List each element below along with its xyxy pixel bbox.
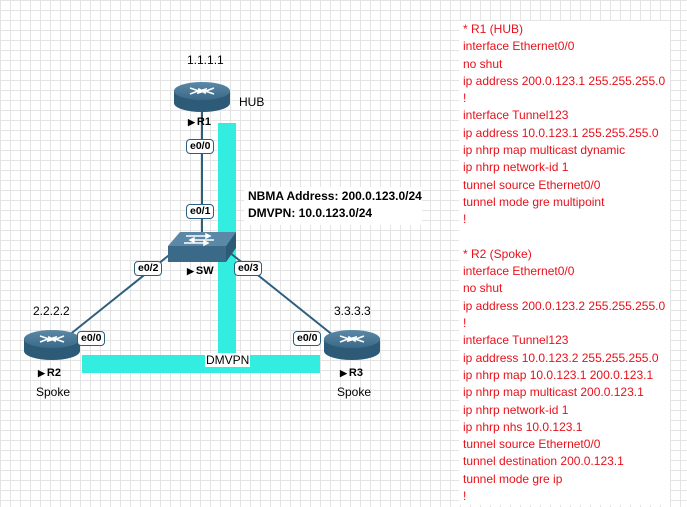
config-line: * R1 (HUB) xyxy=(463,22,524,36)
nbma-address-label: NBMA Address: 200.0.123.0/24 xyxy=(248,189,422,203)
r2-role-label: Spoke xyxy=(36,385,71,399)
dmvpn-network-label: DMVPN: 10.0.123.0/24 xyxy=(248,206,373,220)
r2-name-label: ▶R2 xyxy=(38,367,61,379)
dmvpn-tunnel-label: DMVPN xyxy=(205,353,251,367)
config-line: * R2 (Spoke) xyxy=(463,246,532,261)
config-line: interface Ethernet0/0 xyxy=(463,39,575,54)
config-line: tunnel source Ethernet0/0 xyxy=(463,437,601,452)
r3-ip-label: 3.3.3.3 xyxy=(334,304,371,318)
play-triangle-icon: ▶ xyxy=(187,266,194,276)
r2-ip-label: 2.2.2.2 xyxy=(33,304,70,318)
sw-name: SW xyxy=(195,265,214,277)
r2-e00-label: e0/0 xyxy=(77,331,106,346)
config-line: ! xyxy=(463,91,467,106)
config-line: ip nhrp nhs 10.0.123.1 xyxy=(463,419,583,434)
r3-role-label: Spoke xyxy=(337,385,372,399)
config-line: ip address 200.0.123.1 255.255.255.0 xyxy=(463,73,666,88)
router-icon-r2[interactable] xyxy=(24,330,80,360)
config-line: no shut xyxy=(463,281,503,296)
config-line: ip address 200.0.123.2 255.255.255.0 xyxy=(463,298,666,313)
config-line: interface Ethernet0/0 xyxy=(463,264,575,279)
sw-name-label: ▶SW xyxy=(187,265,214,277)
r3-e00-label: e0/0 xyxy=(293,331,322,346)
router-icon-r3[interactable] xyxy=(324,330,380,360)
config-line: tunnel mode gre ip xyxy=(463,471,563,486)
config-line: ip address 10.0.123.1 255.255.255.0 xyxy=(463,125,659,140)
r3-name: R3 xyxy=(348,367,363,379)
config-line: ip nhrp network-id 1 xyxy=(463,160,569,175)
config-line: ip nhrp map multicast 200.0.123.1 xyxy=(463,385,644,400)
config-line: ip address 10.0.123.2 255.255.255.0 xyxy=(463,350,659,365)
router-icon-r1[interactable] xyxy=(174,82,230,112)
switch-icon-sw[interactable] xyxy=(168,232,236,262)
r3-name-label: ▶R3 xyxy=(340,367,363,379)
r1-name: R1 xyxy=(196,116,211,128)
config-line: ip nhrp network-id 1 xyxy=(463,402,569,417)
sw-e03-label: e0/3 xyxy=(234,261,263,276)
r2-name: R2 xyxy=(46,367,61,379)
r1-role-label: HUB xyxy=(239,95,265,109)
config-line: ! xyxy=(463,212,467,227)
config-line: ! xyxy=(463,316,467,331)
config-line: tunnel source Ethernet0/0 xyxy=(463,177,601,192)
config-line: ip nhrp map multicast dynamic xyxy=(463,143,626,158)
config-line: interface Tunnel123 xyxy=(463,333,569,348)
config-line xyxy=(463,229,670,246)
play-triangle-icon: ▶ xyxy=(340,368,347,378)
sw-e02-label: e0/2 xyxy=(134,261,163,276)
config-line: ! xyxy=(463,489,467,504)
sw-e01-label: e0/1 xyxy=(186,204,215,219)
r1-e00-label: e0/0 xyxy=(186,139,215,154)
r1-ip-label: 1.1.1.1 xyxy=(187,53,224,67)
config-line: ip nhrp map 10.0.123.1 200.0.123.1 xyxy=(463,367,654,382)
play-triangle-icon: ▶ xyxy=(188,117,195,127)
network-info-box: NBMA Address: 200.0.123.0/24 DMVPN: 10.0… xyxy=(244,187,422,225)
config-panel: * R1 (HUB) interface Ethernet0/0 no shut ip… xyxy=(459,21,670,505)
config-line: no shut xyxy=(463,56,503,71)
config-line: tunnel mode gre multipoint xyxy=(463,194,605,209)
dmvpn-tunnel-horizontal xyxy=(82,355,320,373)
config-line: tunnel destination 200.0.123.1 xyxy=(463,454,624,469)
play-triangle-icon: ▶ xyxy=(38,368,45,378)
r1-name-label: ▶R1 xyxy=(188,116,211,128)
config-line: interface Tunnel123 xyxy=(463,108,569,123)
